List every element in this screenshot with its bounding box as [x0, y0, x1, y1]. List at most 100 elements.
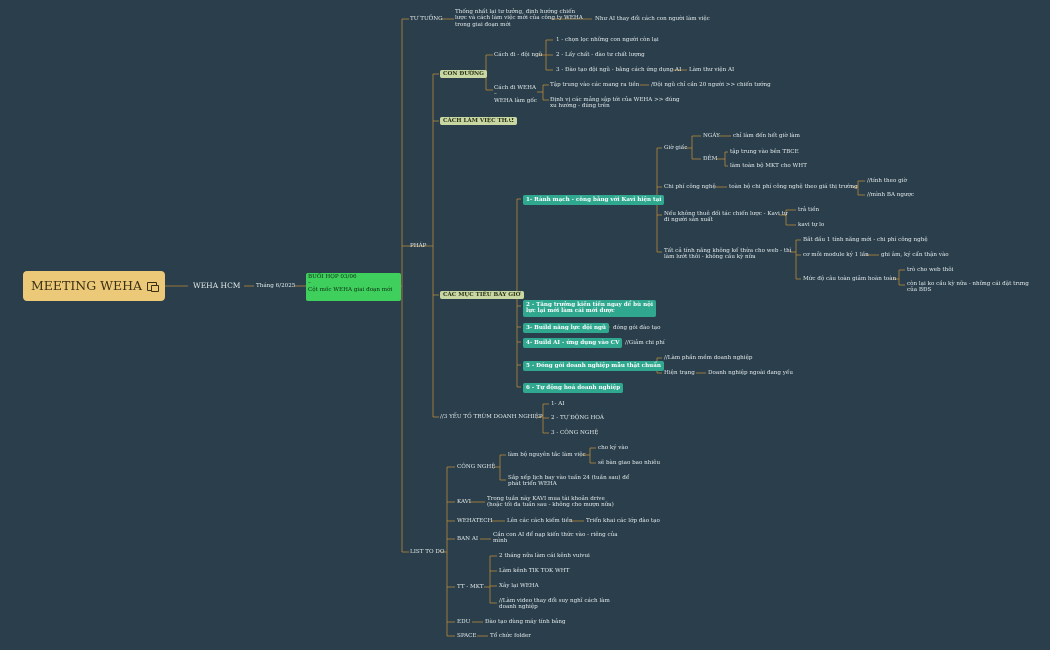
root-node[interactable]: MEETING WEHA — [23, 271, 165, 301]
node-dong-goi-dao-tao[interactable]: đóng gói đào tạo — [613, 325, 661, 331]
node-lam-mkt[interactable]: làm toàn bộ MKT cho WHT — [730, 163, 807, 169]
node-dem[interactable]: ĐÊM — [703, 156, 718, 162]
node-muc-tieu-1[interactable]: 1- Rành mạch - công bằng với Kavi hiện t… — [523, 195, 665, 206]
node-wehatech[interactable]: WEHATECH — [457, 518, 493, 524]
node-tt-ai[interactable]: Như AI thay đổi cách con người làm việc — [595, 16, 710, 22]
node-weha-hcm[interactable]: WEHA HCM — [193, 281, 241, 290]
node-muc-tieu-6[interactable]: 6 - Tự động hoá doanh nghiệp — [523, 383, 624, 394]
cach-di-weha-line-1: Cách đi WEHA — [494, 85, 537, 91]
node-dao-tao[interactable]: 3 - Đào tạo đội ngũ - bằng cách ứng dụng… — [556, 67, 682, 73]
node-tu-dong-hoa[interactable]: 2 - TỰ ĐỘNG HOÁ — [551, 415, 604, 421]
muc-tieu-2-line-2: lực lại mới làm cái mới được — [526, 308, 615, 315]
copy-icon[interactable] — [147, 282, 160, 292]
tat-ca-line-2: làm lướt thôi - không cầu kỳ nữa — [664, 254, 756, 261]
node-thang[interactable]: Tháng 6/2025 — [256, 283, 296, 289]
node-cach-di[interactable]: Cách đi - đội ngũ — [494, 52, 543, 58]
node-dn-ngoai[interactable]: Doanh nghiệp ngoài đang yếu — [708, 370, 793, 376]
node-lam-video[interactable]: //Làm video thay đổi suy nghĩ cách làm d… — [499, 598, 610, 611]
node-cach-lam-viec[interactable]: CÁCH LÀM VIỆC THẢI — [440, 117, 517, 126]
node-tap-trung[interactable]: Tập trung vào các mang ra tiền — [550, 82, 640, 88]
dinh-vi-line-1: Định vị các mảng sập tới của WEHA >> đún… — [550, 97, 680, 103]
node-gio-giac[interactable]: Giờ giấc — [664, 145, 688, 151]
buoi-hop-subtitle: Cột mốc WEHA giai đoạn mới — [308, 286, 393, 293]
cach-di-weha-line-2: WEHA làm gốc — [494, 97, 537, 104]
node-chi-lam[interactable]: chỉ làm đến hết giờ làm — [733, 133, 800, 139]
node-space[interactable]: SPACE — [457, 633, 477, 639]
node-toan-bo-chi-phi[interactable]: toàn bộ chi phí công nghệ theo giá thị t… — [729, 184, 858, 190]
node-to-chuc[interactable]: Tổ chức folder — [490, 633, 531, 639]
node-chon-loc[interactable]: 1 - chọn lọc những con người còn lại — [556, 37, 659, 43]
kavi-text-line-1: Trong tuần này KAVI mua tài khoản drive — [487, 496, 605, 502]
sap-xep-line-1: Sắp xếp lịch bay vào tuần 24 (tuần sau) … — [508, 475, 630, 481]
node-cong-nghe[interactable]: CÔNG NGHỆ — [457, 464, 496, 470]
node-lay-chat[interactable]: 2 - Lấy chất - đào tư chất lượng — [556, 52, 645, 58]
node-muc-tieu-3[interactable]: 3- Build năng lực đội ngũ — [523, 323, 609, 334]
node-muc-tieu-4[interactable]: 4- Build AI - ứng dụng vào CV — [523, 338, 623, 349]
node-hai-thang[interactable]: 2 tháng nữa làm cái kênh vuivui — [499, 553, 590, 559]
node-trien-khai[interactable]: Triển khai các lớp đào tạo — [586, 518, 660, 524]
node-buoi-hop[interactable]: BUỔI HỌP 03/06 – Cột mốc WEHA giai đoạn … — [306, 273, 401, 301]
neu-khong-line-2: đi người sản xuất — [664, 217, 713, 224]
node-cac-muc-tieu[interactable]: CÁC MỤC TIÊU BÂY GIỜ — [440, 291, 524, 300]
node-cong-nghe-3[interactable]: 3 - CÔNG NGHỆ — [551, 430, 599, 436]
node-can-con-ai[interactable]: Cần con AI để nạp kiến thức vào - riêng … — [493, 532, 618, 545]
node-dao-tao-may[interactable]: Đào tạo dùng máy tính bảng — [485, 619, 566, 625]
node-3-yeu-to[interactable]: //3 YẾU TỐ TRÙM DOANH NGHIỆP — [440, 414, 543, 420]
node-tinh-theo-gio[interactable]: //tính theo giờ — [867, 178, 907, 184]
node-neu-khong[interactable]: Nếu không thuê đối tác chiến lược - Kavi… — [664, 211, 787, 224]
con-lai-line-1: còn lại ko cầu kỳ nữa - những cái đặt tr… — [907, 281, 1029, 287]
node-ngay[interactable]: NGÀY — [703, 133, 720, 139]
node-lam-phan-mem[interactable]: //Làm phần mềm doanh nghiệp — [664, 355, 753, 361]
node-edu[interactable]: EDU — [457, 619, 471, 625]
node-lam-bo-nguyen-tac[interactable]: làm bộ nguyên tắc làm việc — [508, 452, 586, 458]
node-xay-lai[interactable]: Xây lại WEHA — [499, 583, 539, 589]
node-tu-tuong-text[interactable]: Thống nhất lại tư tưởng, định hướng chiế… — [455, 9, 583, 28]
dinh-vi-line-2: xu hướng - đúng trên — [550, 103, 610, 110]
tt-line-3: trong giai đoạn mới — [455, 21, 511, 28]
node-dinh-vi[interactable]: Định vị các mảng sập tới của WEHA >> đún… — [550, 97, 680, 110]
node-ban-ai[interactable]: BAN AI — [457, 536, 479, 542]
tt-line-2: lược và cách làm việc mới của công ty WE… — [455, 15, 583, 22]
lam-video-line-1: //Làm video thay đổi suy nghĩ cách làm — [499, 598, 610, 604]
kavi-text-line-2: (hoặc tối đa tuần sau - không cho mượn n… — [487, 502, 614, 509]
node-muc-tieu-2[interactable]: 2 - Tăng trưởng kiến tiền ngay để bù nội… — [523, 300, 656, 317]
node-cho-ky-vao[interactable]: cho ký vào — [598, 445, 629, 451]
node-tro-cho-web[interactable]: trò cho web thôi — [907, 267, 954, 273]
node-bat-dau[interactable]: Bắt đầu 1 tính năng mới - chi phí công n… — [803, 237, 928, 243]
node-cach-di-weha[interactable]: Cách đi WEHA – WEHA làm gốc — [494, 85, 537, 104]
node-kavi[interactable]: KAVI — [457, 499, 471, 505]
node-co-moi-module[interactable]: cơ mỗi module ký 1 lần — [803, 252, 869, 258]
node-ai[interactable]: 1- AI — [551, 401, 565, 407]
node-tap-trung-tbce[interactable]: tập trung vào bên TBCE — [730, 149, 799, 155]
tt-line-1: Thống nhất lại tư tưởng, định hướng chiế… — [455, 9, 576, 15]
node-sap-xep[interactable]: Sắp xếp lịch bay vào tuần 24 (tuần sau) … — [508, 475, 629, 488]
node-tat-ca[interactable]: Tất cả tính năng không kế thừa cho web -… — [664, 248, 792, 261]
collapse-icon[interactable] — [508, 117, 516, 125]
node-con-duong[interactable]: CON ĐƯỜNG — [440, 70, 487, 79]
node-hien-trang[interactable]: Hiện trạng — [664, 370, 695, 376]
node-muc-do[interactable]: Mức độ câu toàn giảm hoàn toàn — [803, 276, 897, 282]
node-se-ban-giao[interactable]: sẽ bàn giao bao nhiêu — [598, 460, 661, 466]
node-con-lai[interactable]: còn lại ko cầu kỳ nữa - những cái đặt tr… — [907, 281, 1029, 294]
con-lai-line-2: của BĐS — [907, 287, 932, 294]
node-doi-ngu-20[interactable]: /Đội ngũ chỉ cần 20 người >> chiến tướng — [651, 82, 771, 88]
node-lam-kenh[interactable]: Làm kênh TIK TOK WHT — [499, 568, 570, 574]
node-muc-tieu-5[interactable]: 5 - Đóng gói doanh nghiệp mẫu thật chuẩn — [523, 361, 664, 372]
node-giam-chi-phi[interactable]: //Giảm chi phí — [625, 340, 665, 346]
node-kavi-tu-lo[interactable]: kavi tự lo — [798, 222, 825, 228]
neu-khong-line-1: Nếu không thuê đối tác chiến lược - Kavi… — [664, 211, 788, 217]
node-ghi-am[interactable]: ghi âm, ký cẩn thận vào — [881, 252, 949, 258]
node-kavi-text[interactable]: Trong tuần này KAVI mua tài khoản drive … — [487, 496, 614, 509]
root-title: MEETING WEHA — [30, 278, 143, 293]
node-minh-ba[interactable]: //mình BA ngược — [867, 192, 915, 198]
node-tu-tuong[interactable]: TƯ TƯỞNG — [410, 16, 443, 22]
node-len-cac-cach[interactable]: Lên các cách kiếm tiền — [507, 518, 573, 524]
node-phap[interactable]: PHÁP — [410, 243, 427, 249]
cach-di-weha-dash: – — [494, 91, 497, 98]
node-list-to-do[interactable]: LIST TO DO — [410, 549, 445, 555]
node-tra-tien[interactable]: trả tiền — [798, 207, 820, 213]
node-chi-phi-cn[interactable]: Chi phí công nghệ — [664, 184, 716, 190]
node-tt-mkt[interactable]: TT - MKT — [457, 584, 484, 590]
lam-video-line-2: doanh nghiệp — [499, 604, 538, 611]
node-thu-vien[interactable]: Làm thư viện AI — [689, 67, 735, 73]
